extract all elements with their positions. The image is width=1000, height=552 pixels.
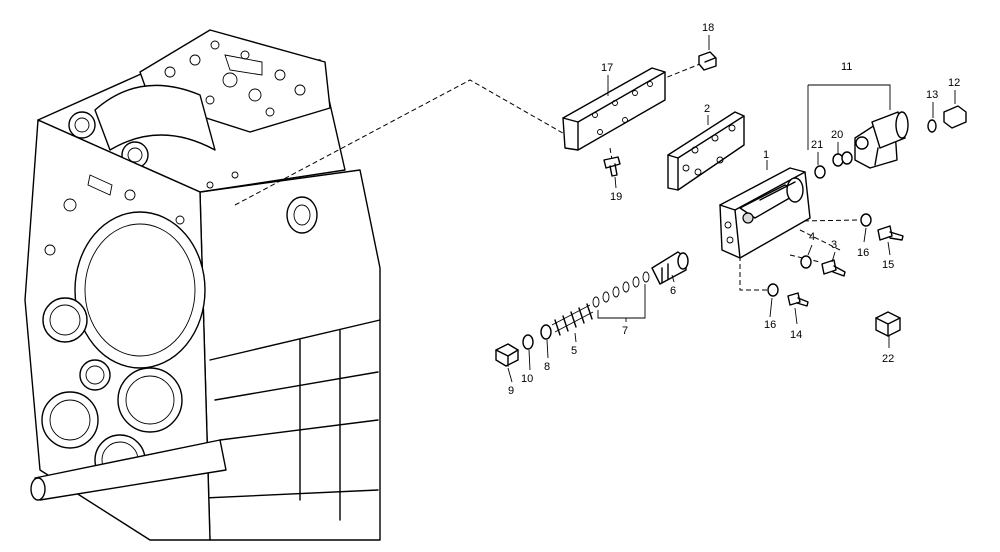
callout-20: 20 (831, 129, 843, 141)
callout-21: 21 (811, 139, 823, 151)
callout-3: 3 (831, 239, 837, 251)
part-9-plug (495, 343, 519, 367)
callout-19: 19 (610, 191, 622, 203)
part-5-spring (551, 303, 594, 336)
part-17-cover-plate (562, 67, 666, 151)
callout-15: 15 (882, 259, 894, 271)
callout-18: 18 (702, 22, 714, 34)
callout-13: 13 (926, 89, 938, 101)
callout-16b: 16 (764, 319, 776, 331)
part-4-washer (800, 255, 812, 269)
callout-8: 8 (544, 361, 550, 373)
part-2-gasket (667, 111, 745, 191)
callout-10: 10 (521, 373, 533, 385)
part-1-valve-body (719, 167, 811, 259)
part-3-bolt (821, 259, 846, 277)
callout-11: 11 (841, 61, 852, 73)
transmission-housing (24, 29, 381, 541)
callout-17: 17 (601, 62, 613, 74)
part-20-o-rings (832, 151, 853, 167)
part-6-valve-spool (651, 251, 689, 285)
callout-6: 6 (670, 285, 676, 297)
part-19-screw (603, 156, 621, 177)
callout-9: 9 (508, 385, 514, 397)
callout-1: 1 (763, 149, 769, 161)
callout-12: 12 (948, 77, 960, 89)
part-22-plug (875, 311, 901, 337)
callout-2: 2 (704, 103, 710, 115)
callout-14: 14 (790, 329, 802, 341)
part-14-bolt (787, 292, 809, 307)
callout-22: 22 (882, 353, 894, 365)
part-18-bolt (698, 51, 717, 71)
part-16-washer-lower (767, 283, 779, 297)
callout-7: 7 (622, 325, 628, 337)
callout-5: 5 (571, 345, 577, 357)
part-15-bolt (877, 225, 904, 241)
callout-labels: 1 2 3 4 5 6 7 8 9 10 11 12 13 14 15 16 1… (508, 22, 960, 397)
part-8-washer (540, 324, 552, 340)
callout-4: 4 (809, 231, 815, 243)
part-21-ring (814, 165, 826, 179)
part-11-solenoid (854, 111, 909, 169)
part-12-bolt (943, 105, 967, 129)
part-13-washer (927, 119, 937, 133)
part-7-shims (592, 271, 650, 319)
leader-lines (507, 35, 956, 383)
part-16-washer-upper (860, 213, 872, 227)
part-10-seal-ring (522, 334, 534, 350)
callout-16a: 16 (857, 247, 869, 259)
